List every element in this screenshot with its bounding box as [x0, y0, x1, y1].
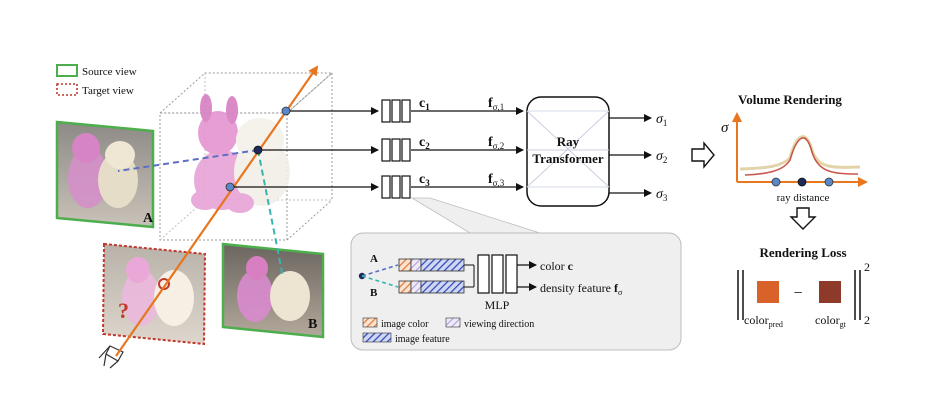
feature-mlp-block-2 [381, 138, 411, 162]
inset-mlp-block [477, 254, 518, 294]
ray-transformer-block: Ray Transformer [526, 96, 610, 207]
svg-text:σ2: σ2 [656, 149, 667, 165]
legend-image-color-label: image color [381, 319, 429, 330]
view-a-label: A [143, 211, 154, 226]
density-label-f1: fσ,1 [488, 96, 504, 112]
token-b-image-feature [420, 280, 465, 294]
color-label-c1: c1 [419, 96, 430, 112]
token-b-viewing-direction [410, 280, 422, 294]
token-a-viewing-direction [410, 258, 422, 272]
color-label-c3: c3 [419, 172, 430, 188]
source-view-b: B [221, 242, 325, 339]
ray-transformer-title-line2: Transformer [532, 151, 603, 166]
source-view-label: Source view [82, 66, 137, 78]
sigma-output-2: σ2 [656, 149, 667, 165]
inset-point-a-label: A [370, 253, 378, 265]
volume-rendering-title: Volume Rendering [738, 92, 842, 107]
plot-sample-3 [824, 177, 834, 187]
camera-ray-arrow [115, 65, 319, 357]
plot-sample-2 [797, 177, 807, 187]
to-volume-rendering-arrow [691, 141, 715, 169]
scene-toys-illustration [191, 94, 290, 213]
inset-output-color: color c [540, 259, 574, 273]
inset-mlp-label: MLP [485, 298, 510, 312]
token-a-image-feature [420, 258, 465, 272]
legend-image-feature-label: image feature [395, 334, 450, 345]
density-label-f3: fσ,3 [488, 172, 505, 188]
token-b-image-color [398, 280, 412, 294]
token-a-image-color [398, 258, 412, 272]
to-rendering-loss-arrow [789, 207, 817, 230]
sigma-output-1: σ1 [656, 112, 667, 128]
camera-icon [98, 345, 124, 369]
rendering-loss-panel: Rendering Loss − colorpred colorgt 2 2 [737, 245, 870, 329]
target-view: ? [101, 242, 207, 346]
density-label-f2: fσ,2 [488, 135, 504, 151]
source-view-swatch [56, 64, 78, 77]
volume-rendering-x-label: ray distance [777, 192, 830, 204]
inset-point-b-label: B [370, 287, 378, 299]
svg-text:fσ,3: fσ,3 [488, 172, 505, 188]
inset-ray-a [361, 264, 399, 277]
svg-text:σ1: σ1 [656, 112, 667, 128]
color-gt-label: colorgt [815, 313, 847, 329]
ground-truth-color-swatch [819, 281, 841, 303]
source-view-a: A [55, 120, 155, 229]
color-pred-label: colorpred [744, 313, 783, 329]
plot-sample-1 [771, 177, 781, 187]
svg-text:c2: c2 [419, 135, 430, 151]
legend-viewing-direction-label: viewing direction [464, 319, 534, 330]
feature-mlp-block-3 [381, 175, 411, 199]
sample-point-1 [281, 106, 291, 116]
sample-point-2 [253, 145, 263, 155]
volume-rendering-y-label: σ [721, 120, 729, 136]
view-legend: Source view Target view [56, 64, 137, 97]
projection-ray-b [257, 149, 284, 278]
target-view-label: Target view [82, 85, 134, 97]
color-label-c2: c2 [419, 135, 430, 151]
legend-image-feature-swatch [362, 332, 392, 343]
sample-point-3 [225, 182, 235, 192]
loss-minus-sign: − [793, 285, 802, 302]
svg-text:σ3: σ3 [656, 187, 668, 203]
svg-text:c1: c1 [419, 96, 430, 112]
inset-output-density: density feature fσ [540, 281, 623, 297]
density-curve-envelope [739, 135, 861, 171]
volume-rendering-panel: Volume Rendering σ ray distance [721, 92, 868, 204]
predicted-color-swatch [757, 281, 779, 303]
svg-text:fσ,1: fσ,1 [488, 96, 504, 112]
target-pixel-marker [158, 278, 170, 290]
unknown-pixel-mark: ? [118, 298, 129, 323]
legend-image-color-swatch [362, 317, 378, 328]
rendering-loss-title: Rendering Loss [759, 245, 846, 260]
feature-mlp-block-1 [381, 99, 411, 123]
inset-callout-wedge [410, 197, 541, 234]
legend-viewing-direction-swatch [445, 317, 461, 328]
svg-text:c3: c3 [419, 172, 430, 188]
sigma-output-3: σ3 [656, 187, 668, 203]
scene-bounding-box [158, 72, 334, 241]
projection-ray-a [117, 149, 259, 172]
view-b-label: B [308, 317, 317, 332]
svg-text:fσ,2: fσ,2 [488, 135, 504, 151]
target-view-swatch [56, 83, 78, 96]
inset-detail: A B MLP color c density feature fσ image… [358, 253, 623, 345]
density-curve [744, 137, 859, 176]
norm-subscript: 2 [864, 313, 870, 327]
ray-transformer-title-line1: Ray [557, 134, 580, 149]
norm-superscript: 2 [864, 260, 870, 274]
inset-ray-b [361, 275, 399, 288]
